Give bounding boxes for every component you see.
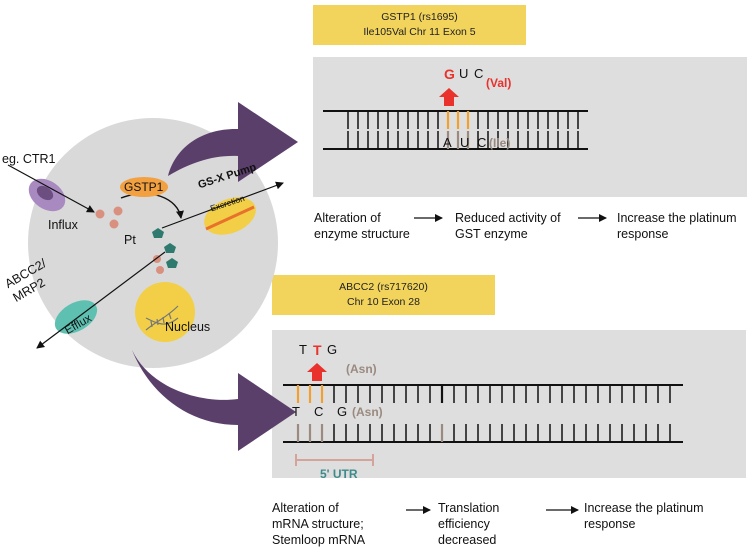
abcc2-dna-panel <box>272 330 746 478</box>
gstp1-enzyme <box>120 177 168 197</box>
gstp1-top-letter-3: C <box>474 66 484 81</box>
purple-arrow-top <box>168 102 298 182</box>
abcc2-title-line2: Chr 10 Exon 28 <box>347 296 420 308</box>
abcc2-flow-step-1: Alteration of mRNA structure; Stemloop m… <box>272 501 366 547</box>
dna-icon <box>145 305 179 331</box>
abcc2-top-aa: (Asn) <box>346 362 377 376</box>
gstp1-title-line2: Ile105Val Chr 11 Exon 5 <box>363 26 476 38</box>
abcc2-top-letter-2: T <box>313 342 322 358</box>
excretion-arrow <box>161 181 284 229</box>
gstp1-curve-arrow <box>120 192 184 219</box>
ctr1-core <box>36 185 54 201</box>
abcc2-bottom-letter-2: C <box>314 404 324 419</box>
abcc2-flow-step-2: Translation efficiency decreased <box>438 501 500 547</box>
pt-particles <box>95 206 164 274</box>
influx-label: Influx <box>48 218 78 232</box>
mutation-arrow-up-bottom <box>307 363 327 381</box>
mutation-arrow-up-top <box>439 88 459 106</box>
gstp1-bottom-letter-2: U <box>460 135 470 150</box>
utr-bracket <box>295 454 374 466</box>
purple-arrow-bottom <box>132 350 296 451</box>
gs-conjugates <box>152 228 178 268</box>
gstp1-bottom-aa: (Ile) <box>489 136 511 150</box>
gstp1-flow-step-2: Reduced activity of GST enzyme <box>455 211 561 241</box>
gstp1-top-letter-1: G <box>444 66 455 82</box>
nucleus-label: Nucleus <box>165 320 211 334</box>
abcc2-bottom-letter-1: T <box>292 404 300 419</box>
gstp1-top-aa: (Val) <box>486 76 512 90</box>
ctr1-label: eg. CTR1 <box>2 152 56 166</box>
abcc2-title-box: ABCC2 (rs717620) Chr 10 Exon 28 <box>272 275 495 315</box>
gstp1-dna-ladder <box>323 110 588 150</box>
abcc2-bottom-aa: (Asn) <box>352 405 383 419</box>
gstp1-dna-panel <box>313 57 747 197</box>
gstp1-flow-step-3: Increase the platinum response <box>617 211 737 241</box>
gstp1-title-line1: GSTP1 (rs1695) <box>381 11 458 23</box>
abcc2-top-letter-3: G <box>327 342 338 357</box>
abcc2-bottom-letter-3: G <box>337 404 348 419</box>
gstp1-flow-step-1: Alteration of enzyme structure <box>314 211 410 241</box>
abcc2-dna-ladder <box>283 384 683 443</box>
efflux-transporter <box>54 300 98 334</box>
abcc2-title-line1: ABCC2 (rs717620) <box>339 281 428 293</box>
gstp1-bottom-letter-3: C <box>477 135 487 150</box>
gstp1-bottom-letter-1: A <box>443 135 452 150</box>
gstp1-top-letter-2: U <box>459 66 469 81</box>
utr-label: 5' UTR <box>320 467 358 481</box>
influx-arrow <box>7 164 95 213</box>
efflux-arrow <box>36 251 166 349</box>
abcc2-flow-step-3: Increase the platinum response <box>584 501 704 531</box>
gstp1-title-box: GSTP1 (rs1695) Ile105Val Chr 11 Exon 5 <box>313 5 526 45</box>
abcc2-top-letter-1: T <box>299 342 307 357</box>
pt-label: Pt <box>124 233 136 247</box>
gstp1-enzyme-label: GSTP1 <box>124 180 164 194</box>
pump-stripe <box>205 205 255 231</box>
